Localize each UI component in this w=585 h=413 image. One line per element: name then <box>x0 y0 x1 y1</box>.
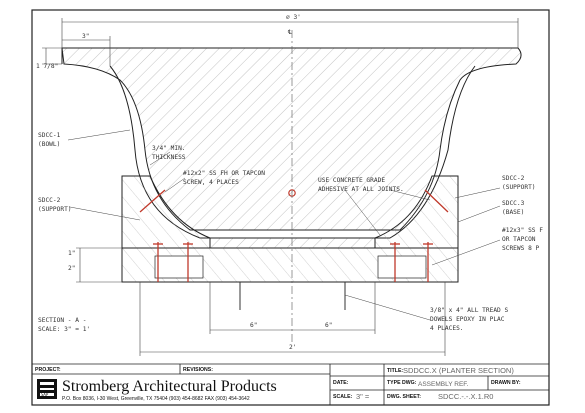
sheet-border <box>31 9 550 406</box>
dimension-lines <box>42 18 519 356</box>
project-label: PROJECT: <box>35 367 61 373</box>
dwg-sheet-value: SDCC.-.-.X.1.R0 <box>438 392 493 401</box>
company-address: P.O. Box 8036, I-30 West, Greenville, TX… <box>62 396 250 402</box>
screws <box>139 189 449 282</box>
revisions-label: REVISIONS: <box>183 367 213 373</box>
label-bowl: SDCC-1(BOWL) <box>38 132 61 148</box>
title-label: TITLE: <box>387 368 403 374</box>
dim-top-diameter: ⌀ 3' <box>286 14 301 21</box>
dim-offset-left: 6" <box>250 322 257 329</box>
leader-lines <box>67 129 501 321</box>
title-value: SDDCC.X (PLANTER SECTION) <box>403 366 514 375</box>
title-block <box>32 363 549 405</box>
dim-rim-height: 1 7/8" <box>36 63 58 70</box>
drawn-by-label: DRAWN BY: <box>491 380 521 386</box>
dim-base: 2" <box>68 265 75 272</box>
dim-offset-right: 6" <box>325 322 332 329</box>
scale-label: SCALE: <box>333 394 353 400</box>
type-dwg-label: TYPE DWG: <box>387 380 417 386</box>
scale-value: 3" = <box>356 392 370 401</box>
company-name: Stromberg Architectural Products <box>62 378 277 395</box>
label-support-left: SDCC-2(SUPPORT) <box>38 197 72 213</box>
label-support-right: SDCC-2(SUPPORT) <box>502 175 536 191</box>
label-section: SECTION - A -SCALE: 3" = 1' <box>38 317 90 333</box>
base-section <box>121 237 459 283</box>
dwg-sheet-label: DWG. SHEET: <box>387 394 421 400</box>
date-label: DATE: <box>333 380 349 386</box>
type-dwg-value: ASSEMBLY REF. <box>418 381 469 388</box>
label-base: SDCC.3(BASE) <box>502 200 525 216</box>
dim-rim-width: 3" <box>82 33 89 40</box>
dowels <box>239 282 346 310</box>
dim-wall: 1" <box>68 250 75 257</box>
label-thickness: 3/4" MIN.THICKNESS <box>152 145 186 161</box>
centerline-symbol: ℄ <box>287 29 292 36</box>
company-logo: SAP <box>37 379 57 399</box>
logo-mark: SAP <box>41 392 49 397</box>
dim-bottom-width: 2' <box>289 344 296 351</box>
